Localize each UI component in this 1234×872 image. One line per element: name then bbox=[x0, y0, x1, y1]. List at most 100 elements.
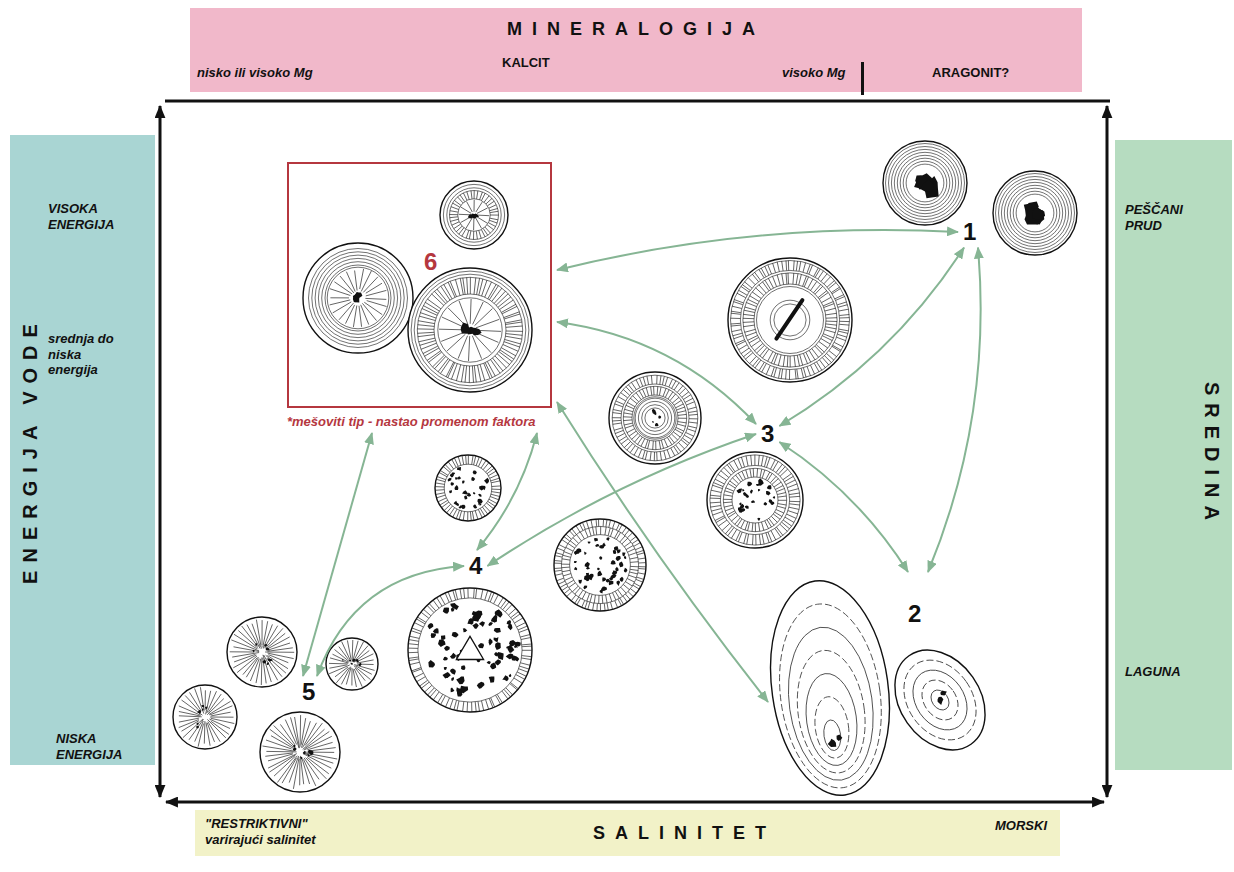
nucleus-grain bbox=[456, 636, 483, 659]
nucleus-grain bbox=[920, 179, 934, 192]
nucleus-grain bbox=[773, 496, 775, 499]
ooid-outline bbox=[408, 268, 532, 392]
cortex-lamina bbox=[1013, 191, 1057, 235]
nucleus-grain bbox=[617, 581, 621, 586]
nucleus-grain bbox=[456, 676, 464, 684]
band-label: "RESTRIKTIVNI" varirajući salinitet bbox=[205, 816, 355, 847]
nucleus-grain bbox=[502, 675, 508, 681]
nucleus-grain bbox=[473, 492, 476, 495]
cortex-lamina bbox=[731, 261, 850, 380]
nucleus-grain bbox=[576, 548, 582, 553]
nucleus-grain bbox=[506, 654, 515, 660]
nucleus-grain bbox=[611, 560, 616, 565]
nucleus-grain bbox=[1025, 208, 1045, 225]
ooid-outline bbox=[876, 633, 1003, 767]
cortex-lamina bbox=[927, 687, 952, 714]
group-number: 1 bbox=[963, 218, 976, 246]
arrow-connector bbox=[557, 402, 768, 702]
nucleus-grain bbox=[443, 672, 451, 678]
nucleus-grain bbox=[293, 745, 295, 748]
group-number: 4 bbox=[469, 552, 482, 580]
nucleus-grain bbox=[494, 628, 501, 633]
ooid-outline bbox=[435, 455, 501, 521]
nucleus-grain bbox=[461, 323, 470, 334]
nucleus-grain bbox=[606, 579, 610, 583]
nucleus-grain bbox=[441, 635, 446, 640]
nucleus-grain bbox=[624, 568, 628, 573]
cortex-lamina bbox=[906, 164, 944, 202]
group-number: 3 bbox=[761, 420, 774, 448]
nucleus-grain bbox=[495, 610, 499, 616]
nucleus-grain bbox=[444, 646, 450, 651]
cortex-lamina bbox=[634, 397, 676, 439]
nucleus-grain bbox=[459, 505, 463, 509]
cortex-lamina bbox=[915, 673, 966, 727]
radial-fabric bbox=[459, 200, 490, 231]
nucleus-grain bbox=[624, 556, 626, 559]
nucleus-grain bbox=[598, 570, 603, 576]
cortex-lamina bbox=[770, 300, 810, 340]
nucleus-grain bbox=[655, 423, 658, 426]
nucleus-grain bbox=[462, 480, 465, 484]
cortex-lamina bbox=[897, 155, 952, 210]
cortex-lamina bbox=[822, 719, 843, 752]
nucleus-grain bbox=[487, 661, 491, 664]
radial-fabric bbox=[179, 687, 235, 747]
nucleus-grain bbox=[455, 477, 458, 480]
ooid bbox=[408, 268, 532, 392]
nucleus-grain bbox=[355, 659, 359, 663]
nucleus-grain bbox=[445, 675, 449, 679]
nucleus-grain bbox=[612, 571, 616, 575]
ooid-outline bbox=[728, 258, 852, 382]
nucleus-grain bbox=[196, 726, 199, 729]
group-number: 5 bbox=[302, 678, 315, 706]
ooid bbox=[609, 372, 701, 464]
cortex-lamina bbox=[322, 262, 395, 335]
nucleus-grain bbox=[266, 648, 270, 651]
nucleus-grain bbox=[353, 293, 361, 303]
nucleus-grain bbox=[452, 632, 459, 638]
nucleus-grain bbox=[451, 482, 454, 485]
nucleus-grain bbox=[474, 214, 479, 219]
ooid bbox=[260, 712, 340, 792]
nucleus-grain bbox=[750, 489, 753, 493]
nucleus-grain bbox=[201, 705, 204, 707]
cortex-lamina bbox=[723, 468, 786, 531]
cortex-lamina bbox=[458, 199, 491, 232]
ooid-outline bbox=[707, 452, 803, 548]
arrow-connector bbox=[487, 434, 756, 566]
nucleus-grain bbox=[479, 621, 485, 627]
cortex-lamina bbox=[1004, 182, 1065, 243]
nucleus-grain bbox=[479, 486, 485, 491]
radial-fabric bbox=[230, 620, 295, 685]
cortex-lamina bbox=[894, 152, 955, 213]
nucleus-grain bbox=[584, 552, 587, 556]
ooid bbox=[408, 588, 532, 712]
cortex-lamina bbox=[414, 274, 526, 386]
nucleus-grain bbox=[655, 423, 658, 426]
nucleus-grain bbox=[481, 486, 485, 490]
nucleus-grain bbox=[262, 660, 266, 664]
ooid bbox=[435, 455, 501, 521]
nucleus-grain bbox=[443, 608, 449, 614]
nucleus-grain bbox=[758, 489, 760, 491]
nucleus-grain bbox=[776, 300, 802, 338]
energy-band: ENERGIJA VODEVISOKA ENERGIJAsrednja do n… bbox=[10, 135, 155, 765]
ooid bbox=[728, 258, 852, 382]
radial-fabric bbox=[417, 277, 522, 382]
separator-bar bbox=[861, 62, 864, 95]
arrow-connector bbox=[779, 248, 964, 426]
nucleus-grain bbox=[766, 491, 771, 496]
band-label: NISKA ENERGIJA bbox=[56, 731, 153, 762]
radial-fabric bbox=[329, 640, 375, 687]
cortex-lamina bbox=[1001, 179, 1068, 246]
nucleus-grain bbox=[477, 499, 482, 504]
group-number: 2 bbox=[908, 600, 921, 629]
radial-fabric bbox=[435, 455, 501, 521]
nucleus-grain bbox=[469, 619, 473, 623]
nucleus-grain bbox=[451, 687, 455, 692]
nucleus-grain bbox=[352, 659, 355, 662]
cortex-lamina bbox=[612, 375, 698, 461]
